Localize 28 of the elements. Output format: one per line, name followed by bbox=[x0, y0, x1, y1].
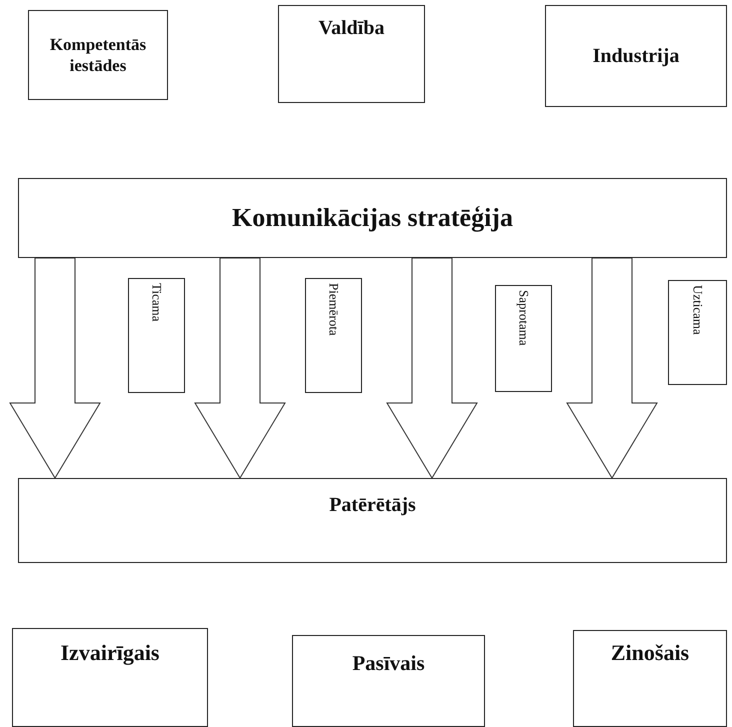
vertical-label: Uzticama bbox=[690, 285, 706, 335]
vertical-label: Ticama bbox=[148, 283, 165, 322]
box-title: Industrija bbox=[592, 44, 680, 68]
text-box bbox=[545, 5, 727, 107]
text-box bbox=[292, 635, 485, 727]
block-arrow bbox=[386, 258, 478, 479]
text-box bbox=[18, 178, 727, 258]
box-title: Patērētājs bbox=[329, 493, 416, 518]
text-box bbox=[18, 478, 727, 563]
block-arrow bbox=[194, 258, 286, 479]
box-title: Valdība bbox=[318, 16, 384, 41]
vertical-label: Saprotama bbox=[516, 290, 532, 346]
box-title: Komunikācijas stratēģija bbox=[232, 202, 513, 234]
label-box bbox=[668, 280, 727, 385]
text-box bbox=[12, 628, 208, 727]
box-title: Izvairīgais bbox=[60, 639, 160, 666]
text-box bbox=[573, 630, 727, 727]
label-box bbox=[128, 278, 185, 393]
box-title: Pasīvais bbox=[352, 650, 425, 676]
text-box bbox=[278, 5, 425, 103]
box-title: Kompetentās iestādes bbox=[48, 34, 148, 76]
label-box bbox=[495, 285, 552, 392]
text-box bbox=[28, 10, 168, 100]
block-arrow bbox=[9, 258, 101, 479]
label-box bbox=[305, 278, 362, 393]
vertical-label: Piemērota bbox=[326, 283, 342, 336]
block-arrow bbox=[566, 258, 658, 479]
box-title: Zinošais bbox=[610, 639, 690, 666]
